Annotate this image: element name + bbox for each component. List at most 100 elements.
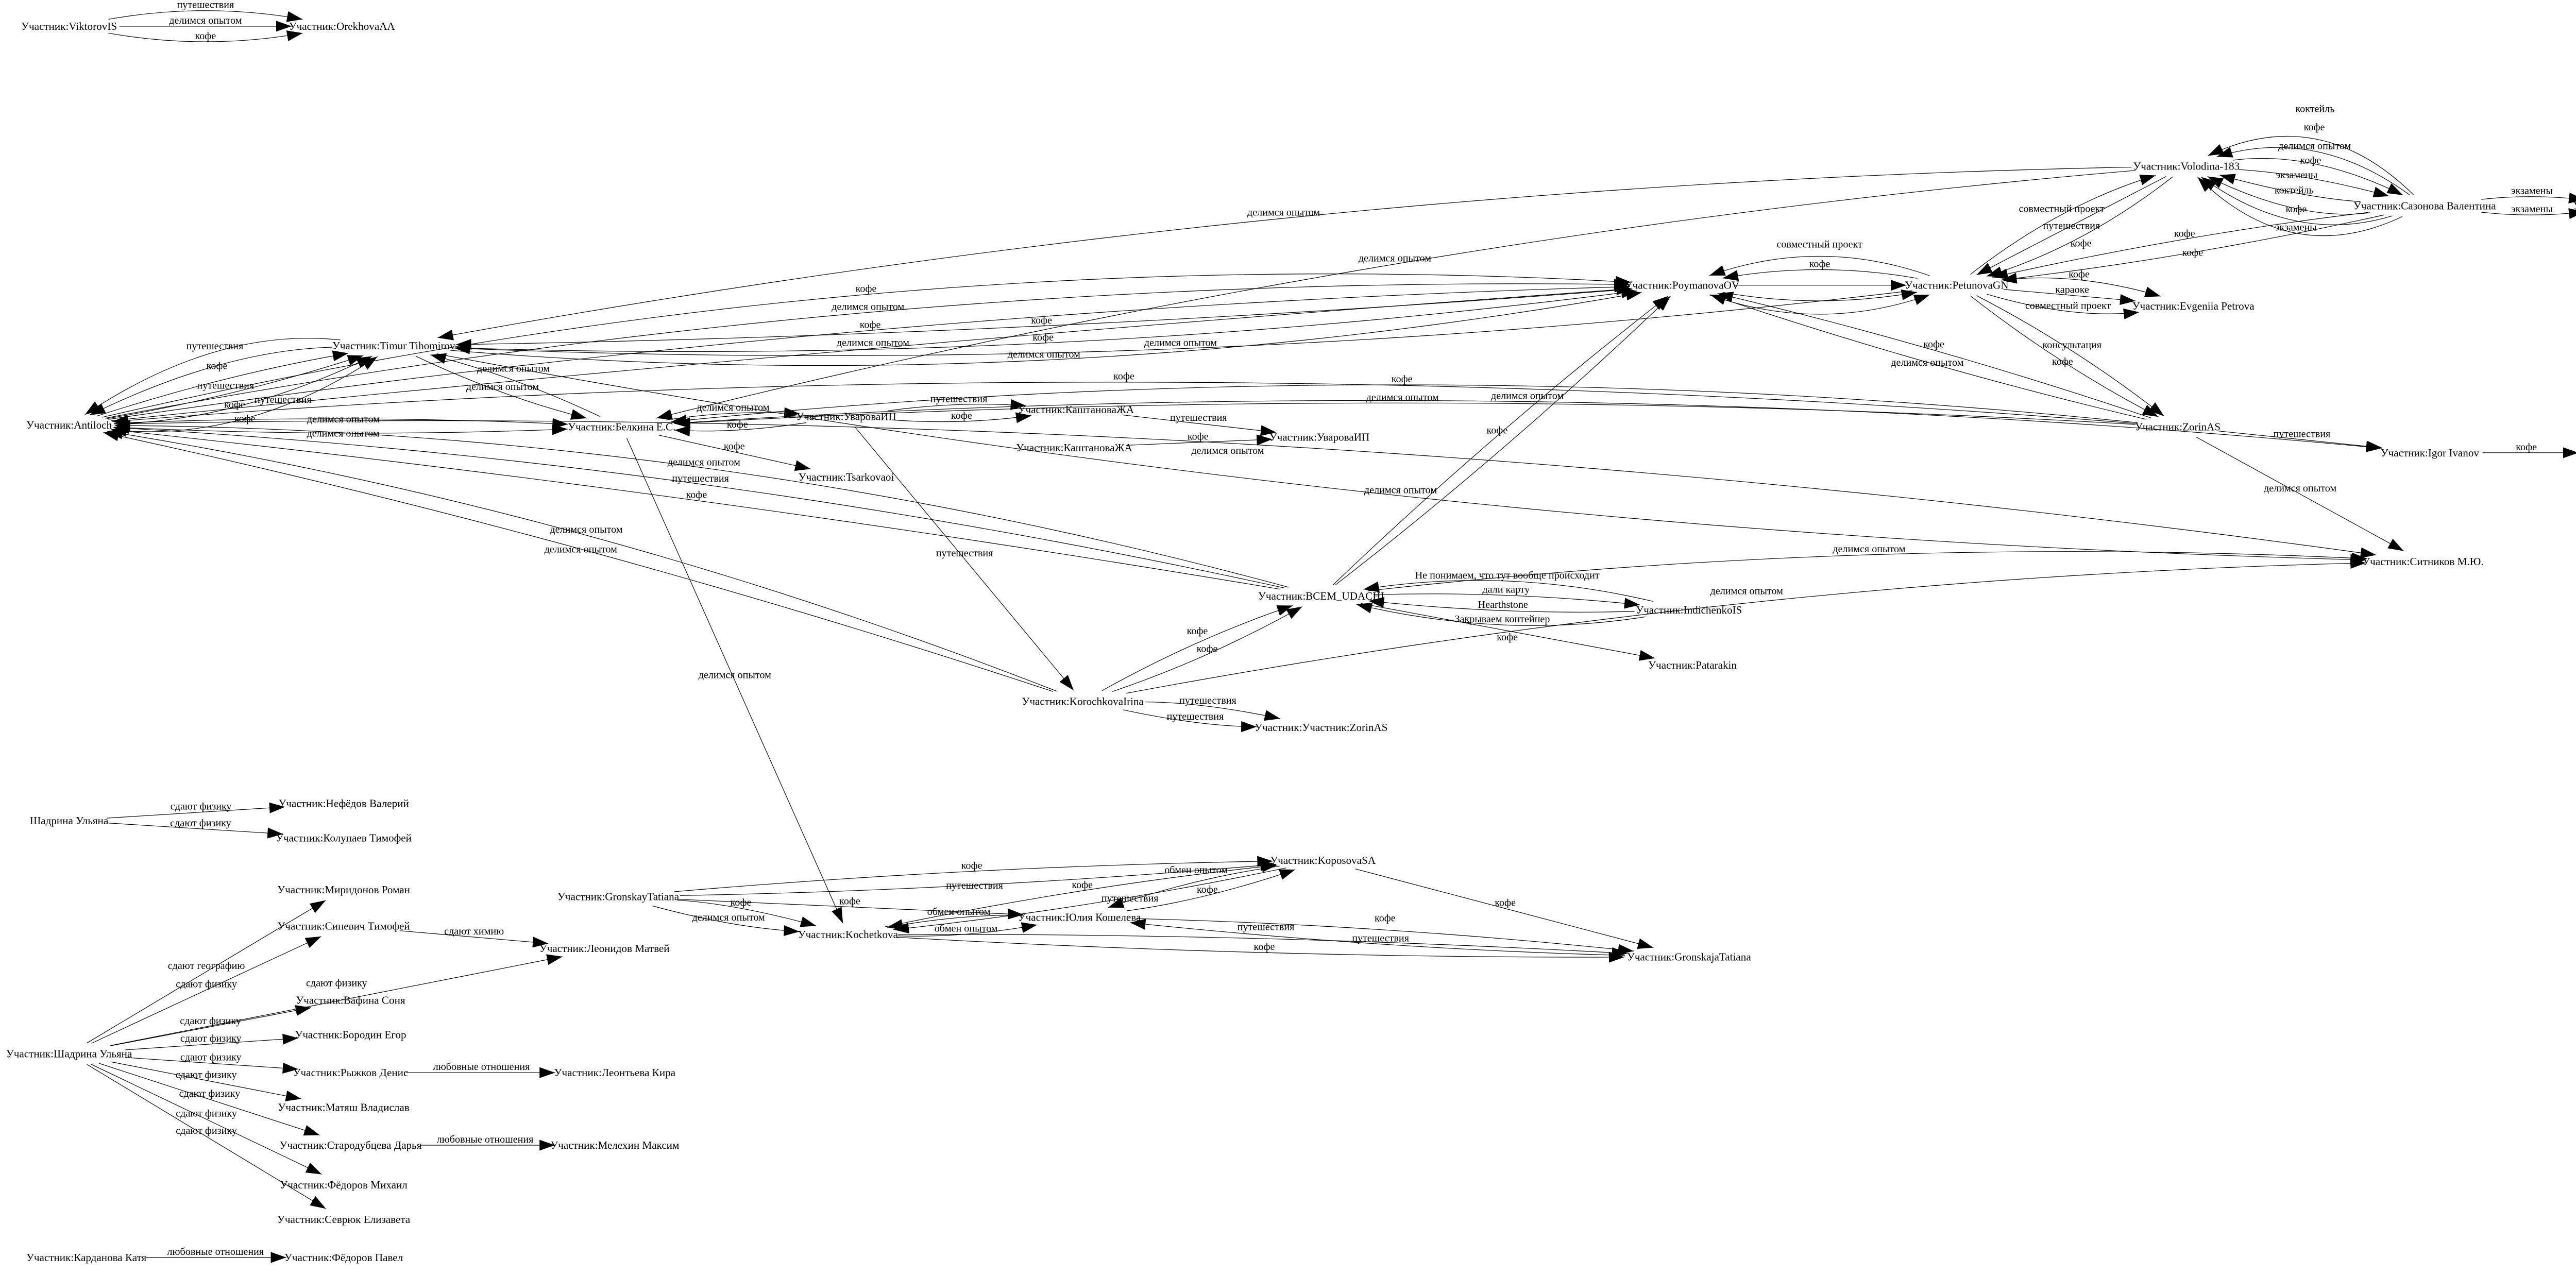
edge: сдают химию [399, 926, 549, 948]
edge-arrow [658, 435, 811, 471]
edge-arrow [415, 355, 587, 420]
edge-label: кофе [224, 399, 245, 410]
edge-label: кофе [1254, 941, 1275, 953]
edge-label: путешествия [255, 394, 312, 405]
edge-arrow [678, 899, 1024, 920]
edge-label: делимся опытом [1144, 337, 1217, 349]
edge-arrow [110, 954, 563, 1046]
node-kashtanova2: Участник:КаштановаЖА [1016, 441, 1132, 454]
edge-arrow [1710, 294, 2146, 420]
edge-arrow [2003, 289, 2136, 305]
edge-label: Закрываем контейнер [1454, 614, 1550, 625]
edge-label: кофе [1032, 332, 1054, 343]
edge-label: любовные отношения [437, 1134, 534, 1145]
edge: кофе [671, 373, 2138, 426]
edge-label: кофе [951, 410, 972, 421]
edge: делимся опытом [626, 438, 843, 924]
edge-arrow [887, 399, 1026, 411]
edge-label: кофе [2182, 247, 2203, 259]
node-koposova: Участник:KoposovaSA [1270, 854, 1376, 866]
edge-arrow [2197, 177, 2403, 236]
edge: кофе [677, 897, 817, 927]
edge-label: сдают физику [171, 801, 232, 812]
edge: делимся опытом [674, 390, 2382, 452]
edge-arrow [87, 1064, 326, 1209]
edge: любовные отношения [146, 1246, 286, 1263]
edge-label: любовные отношения [167, 1246, 264, 1257]
edge-arrow [450, 290, 1642, 366]
edge: кофе [2216, 122, 2410, 195]
edge-label: кофе [1375, 913, 1396, 924]
edge: кофе [1355, 869, 1654, 949]
node-sazonova: Участник:Сазонова Валентина [2353, 199, 2496, 212]
edge: сдают физику [111, 1005, 312, 1046]
edge: кофе [658, 435, 811, 471]
edge-arrow [111, 426, 1280, 590]
edge [1709, 294, 1930, 315]
edge-arrow [671, 384, 2138, 426]
edge-label: совместный проект [2025, 300, 2111, 312]
edge-label: консультация [2042, 339, 2102, 351]
edge-arrow [108, 30, 303, 42]
edge-arrow [1335, 296, 1671, 586]
edge: делимся опытом [436, 353, 2366, 565]
edge-label: кофе [2052, 356, 2073, 367]
edge-label: делимся опытом [1247, 207, 1320, 218]
edge-label: делимся опытом [1191, 445, 1264, 456]
edge-label: сдают физику [176, 1125, 237, 1136]
edge-label: кофе [1113, 371, 1134, 382]
edge-arrow [2217, 431, 2383, 452]
edge-arrow [112, 382, 2137, 426]
edge-label: кофе [1187, 625, 1208, 637]
edge-arrow [1373, 593, 1640, 609]
edge: совместный проект [1987, 294, 2140, 319]
edge-arrow [1722, 269, 1918, 281]
edge-label: кофе [1031, 315, 1052, 326]
node-starodubtseva: Участник:Стародубцева Дарья [280, 1139, 422, 1151]
edge-arrow [113, 424, 568, 435]
edge-arrow [885, 861, 1278, 927]
edge: путешествия [108, 0, 303, 22]
edge-label: кофе [686, 489, 707, 501]
edge: кофе [2201, 177, 2393, 225]
node-indichenko: Участник:IndichenkoIS [1636, 604, 1742, 616]
edge: путешествия [1123, 709, 1257, 733]
edge: кофе [455, 288, 1633, 350]
edge: консультация [1976, 295, 2164, 417]
node-ryzhkov: Участник:Рыжков Денис [293, 1066, 409, 1079]
edge [1335, 296, 1671, 586]
node-uvarova1: Участник:УвароваИП [796, 410, 896, 422]
edge-label: делимся опытом [692, 912, 765, 923]
edge-arrow [125, 1057, 298, 1074]
edge-label: делимся опытом [1008, 349, 1080, 360]
edge-arrow [1361, 603, 1655, 661]
edge-label: путешествия [672, 473, 729, 484]
edge-arrow [2219, 174, 2361, 202]
edge-arrow [896, 937, 1624, 963]
edge-label: сдают физику [170, 818, 231, 829]
node-poymanova: Участник:PoymanovaOV [1625, 279, 1739, 292]
node-sitnikov: Участник:Ситников М.Ю. [2362, 555, 2483, 568]
edge: коктейль [2208, 103, 2414, 195]
node-patarakin: Участник:Patarakin [1648, 659, 1737, 671]
edge: делимся опытом [114, 414, 568, 429]
edge: кофе [885, 861, 1278, 927]
edge-arrow [107, 428, 1057, 692]
edge-label: кофе [1487, 424, 1508, 436]
node-vafina: Участник:Вафина Соня [296, 994, 405, 1006]
edge-label: сдают физику [176, 978, 237, 990]
edge: путешествия [855, 427, 1074, 691]
edge-label: кофе [2069, 268, 2090, 280]
node-shadrina0: Шадрина Ульяна [30, 814, 109, 827]
edge: путешествия [2217, 428, 2383, 452]
edge-arrow [1136, 918, 1634, 955]
edge-label: коктейль [2295, 103, 2334, 114]
edge-label: Не понимаем, что тут вообще происходит [1415, 570, 1600, 581]
edge: делимся опытом [1710, 294, 2146, 420]
edge-arrow [399, 930, 549, 948]
edge-arrow [2216, 147, 2410, 195]
edge-arrow [680, 860, 1276, 896]
edge-arrow [103, 430, 1054, 692]
node-sinevich: Участник:Синевич Тимофей [277, 920, 410, 932]
edge-label: кофе [860, 319, 881, 330]
